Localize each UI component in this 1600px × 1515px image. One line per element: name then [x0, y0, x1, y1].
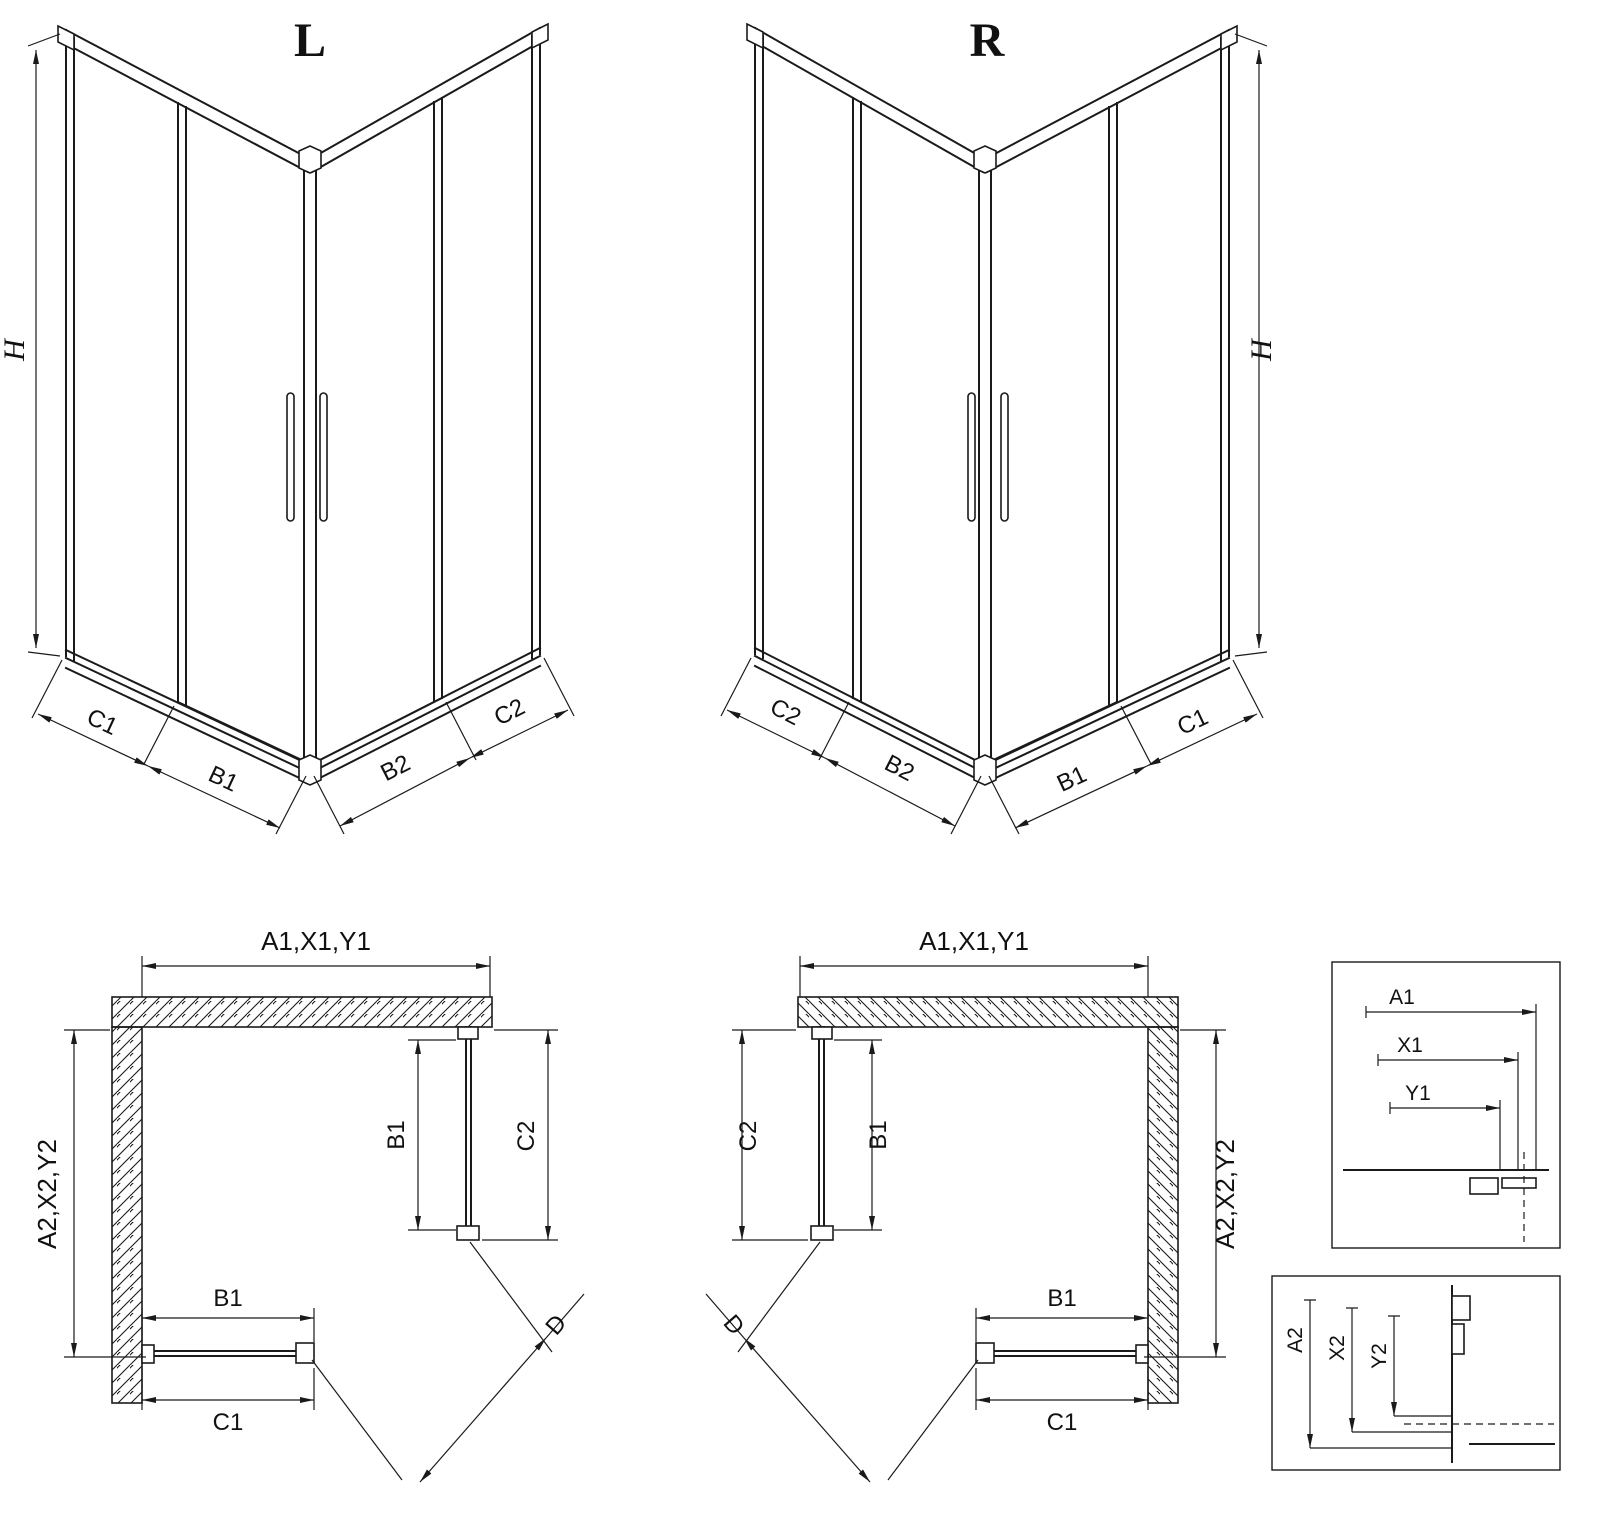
plan-left-door-b1: B1 [383, 1120, 410, 1149]
dim-label-c1-left-iso: C1 [83, 703, 122, 740]
detail-y2-label: Y2 [1368, 1343, 1391, 1369]
plan-right-side-dim: A2,X2,Y2 [1210, 1139, 1240, 1249]
plan-left-c1: C1 [213, 1409, 244, 1436]
dim-label-b2-right-iso: B2 [880, 750, 918, 787]
plan-view-left: A1,X1,Y1 A2,X2,Y2 B1 C2 B1 C1 D [32, 926, 584, 1482]
dim-label-c1-right-iso: C1 [1173, 703, 1212, 740]
dim-label-b1-right-iso: B1 [1053, 761, 1091, 798]
plan-right-c1: C1 [1047, 1409, 1078, 1436]
plan-left-top-dim: A1,X1,Y1 [261, 926, 371, 956]
plan-view-right: A1,X1,Y1 A2,X2,Y2 B1 C2 B1 C1 D [706, 926, 1240, 1482]
detail-x2-label: X2 [1326, 1335, 1349, 1361]
plan-left-c2: C2 [513, 1121, 540, 1152]
detail-panel-a1: A1 X1 Y1 [1331, 961, 1561, 1249]
detail-a2-label: A2 [1284, 1327, 1307, 1353]
dim-label-h-right: H [1245, 337, 1278, 362]
detail-x1-label: X1 [1397, 1034, 1423, 1057]
plan-right-top-dim: A1,X1,Y1 [919, 926, 1029, 956]
plan-right-bottom-b1: B1 [1047, 1285, 1076, 1312]
plan-view-left-geometry [64, 956, 584, 1482]
plan-view-right-geometry [706, 956, 1226, 1482]
plan-right-d: D [718, 1310, 750, 1341]
plan-left-d: D [540, 1310, 572, 1341]
view-title-left: L [294, 14, 326, 67]
detail-a1-frame [1331, 961, 1561, 1249]
view-title-right: R [970, 14, 1006, 67]
plan-right-door-b1: B1 [865, 1120, 892, 1149]
dim-label-h-left: H [0, 337, 31, 362]
dim-label-c2-left-iso: C2 [490, 693, 530, 731]
iso-view-left: L H C1 B1 B2 C2 [0, 14, 574, 834]
dim-label-c2-right-iso: C2 [766, 693, 806, 731]
detail-a1-label: A1 [1389, 986, 1415, 1009]
plan-right-c2: C2 [735, 1121, 762, 1152]
plan-left-bottom-b1: B1 [213, 1285, 242, 1312]
detail-panel-a2: A2 X2 Y2 [1271, 1275, 1561, 1471]
dim-label-b1-left-iso: B1 [204, 761, 242, 798]
detail-y1-label: Y1 [1405, 1082, 1431, 1105]
dim-label-b2-left-iso: B2 [376, 750, 414, 787]
plan-left-side-dim: A2,X2,Y2 [32, 1139, 62, 1249]
iso-view-right: R H C2 B2 B1 C1 [721, 14, 1278, 834]
detail-a2-frame [1271, 1275, 1561, 1471]
